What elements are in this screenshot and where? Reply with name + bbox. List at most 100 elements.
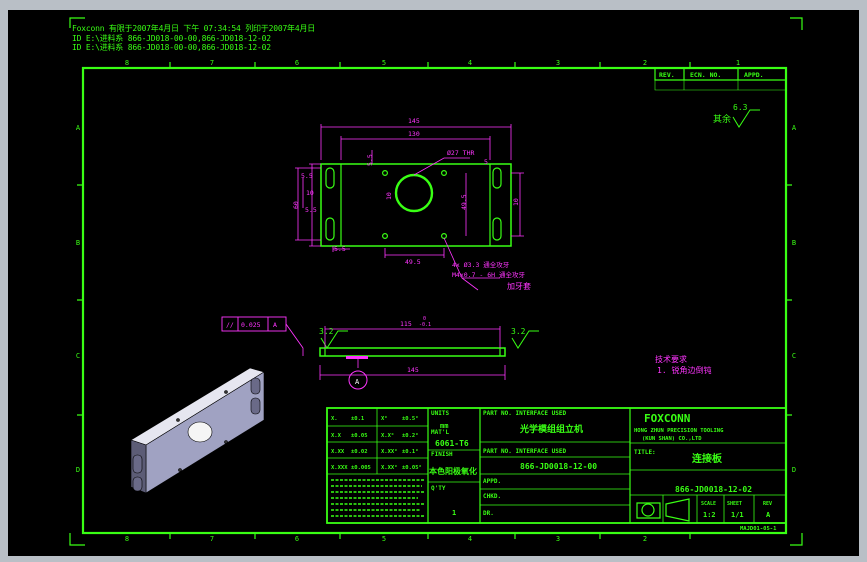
fcf-datum: A bbox=[273, 321, 277, 329]
rev-value: A bbox=[766, 511, 771, 519]
notes-line-1: 1. 锐角边倒钝 bbox=[657, 365, 711, 375]
zone-top-3: 6 bbox=[295, 59, 299, 67]
units-label: UNITS bbox=[431, 410, 449, 417]
zone-bot-1: 8 bbox=[125, 535, 129, 543]
dim-hole: Ø27 THR bbox=[447, 149, 474, 157]
zone-top-8: 1 bbox=[736, 59, 740, 67]
dim-tol-minus: -0.1 bbox=[419, 322, 431, 328]
notes-title: 技术要求 bbox=[655, 354, 687, 364]
surface-right-value: 3.2 bbox=[511, 327, 526, 336]
company-name: FOXCONN bbox=[644, 412, 690, 425]
zone-top-1: 8 bbox=[125, 59, 129, 67]
finish-value: 本色阳极氧化 bbox=[428, 466, 477, 476]
dim-10-b: 10 bbox=[512, 198, 520, 206]
rev-label: REV bbox=[763, 501, 772, 507]
surface-left-value: 3.2 bbox=[319, 327, 334, 336]
tol-r3-c4: ±0.1° bbox=[402, 449, 419, 455]
rev-header: REV. bbox=[659, 71, 675, 79]
sheet-label: SHEET bbox=[727, 501, 742, 507]
dim-130: 130 bbox=[408, 130, 420, 138]
appd-header: APPD. bbox=[744, 71, 764, 79]
company-sub-2: (KUN SHAN) CO.,LTD bbox=[642, 436, 702, 442]
zone-top-4: 5 bbox=[382, 59, 386, 67]
tol-r3-c2: ±0.02 bbox=[351, 449, 368, 455]
tol-r2-c1: X.X bbox=[331, 433, 342, 439]
material-value: 6061-T6 bbox=[435, 439, 469, 448]
zone-bot-3: 6 bbox=[295, 535, 299, 543]
dim-tol-plus: 0 bbox=[423, 316, 426, 322]
center-hole bbox=[394, 173, 434, 213]
part2-label: PART NO. INTERFACE USED bbox=[483, 448, 566, 455]
zone-bot-7: 2 bbox=[643, 535, 647, 543]
part-value: 光学模组组立机 bbox=[519, 423, 583, 435]
zone-left-d: D bbox=[76, 466, 80, 474]
tol-r4-c4: ±0.05° bbox=[402, 465, 422, 471]
dim-5-5-c: 5.5 bbox=[305, 206, 317, 214]
appd-label: APPD. bbox=[483, 478, 501, 485]
header-line-1: Foxconn 有限于2007年4月日 下午 07:34:54 列印于2007年… bbox=[72, 24, 316, 33]
tol-r2-c3: X.X° bbox=[381, 433, 394, 439]
dim-49-5-h: 49.5 bbox=[405, 258, 421, 266]
fcf-symbol: // bbox=[226, 321, 234, 329]
title-block bbox=[326, 407, 787, 524]
header-line-3: ID E:\进料系 866-JD018-00-00,866-JD018-12-0… bbox=[72, 43, 271, 52]
plate-top-view bbox=[320, 163, 512, 247]
scale-label: SCALE bbox=[701, 501, 716, 507]
dwg-number: 866-JD0018-12-02 bbox=[675, 485, 752, 494]
dim-115: 115 bbox=[400, 320, 412, 328]
note-holes: 4x Ø3.3 通全攻牙 bbox=[452, 260, 510, 269]
dim-5-5-d: 5.5 bbox=[334, 245, 346, 253]
datum-mark bbox=[346, 356, 368, 359]
part-label: PART NO. INTERFACE USED bbox=[483, 410, 566, 417]
dim-10-a: 10 bbox=[306, 189, 314, 197]
tol-r3-c1: X.XX bbox=[331, 449, 345, 455]
tol-r1-c1: X. bbox=[331, 416, 338, 422]
dim-60: 60 bbox=[292, 201, 300, 209]
zone-right-b: B bbox=[792, 239, 796, 247]
zone-top-2: 7 bbox=[210, 59, 214, 67]
title-label: TITLE: bbox=[634, 449, 656, 456]
dim-5-5-a: 5.5 bbox=[366, 154, 374, 166]
tol-r1-c2: ±0.1 bbox=[351, 416, 365, 422]
zone-left-a: A bbox=[76, 124, 81, 132]
zone-right-a: A bbox=[792, 124, 797, 132]
tol-r4-c1: X.XXX bbox=[331, 465, 348, 471]
dim-5-5-b: 5.5 bbox=[301, 172, 313, 180]
isometric-part bbox=[130, 367, 265, 494]
tol-r1-c3: X° bbox=[381, 416, 388, 422]
zone-bot-5: 4 bbox=[468, 535, 472, 543]
ecn-header: ECN. NO. bbox=[690, 71, 721, 79]
zone-right-d: D bbox=[792, 466, 796, 474]
zone-right-c: C bbox=[792, 352, 796, 360]
dim-145-top: 145 bbox=[408, 117, 420, 125]
part2-value: 866-JD0018-12-00 bbox=[520, 462, 597, 471]
chkd-label: CHKD. bbox=[483, 493, 501, 500]
zone-top-5: 4 bbox=[468, 59, 472, 67]
fcf-value: 0.025 bbox=[241, 321, 261, 329]
zone-top-7: 2 bbox=[643, 59, 647, 67]
dim-145-bottom: 145 bbox=[407, 366, 419, 374]
tol-r4-c3: X.XX° bbox=[381, 465, 398, 471]
zone-bot-6: 3 bbox=[556, 535, 560, 543]
sheet-value: 1/1 bbox=[731, 511, 744, 519]
footer-code: MAJD01-05-1 bbox=[740, 526, 777, 532]
company-sub-1: HONG ZHUN PRECISION TOOLING bbox=[634, 428, 724, 434]
tol-r3-c3: X.XX° bbox=[381, 449, 398, 455]
material-label: MAT'L bbox=[431, 429, 449, 436]
units-value: mm bbox=[440, 422, 448, 430]
qty-value: 1 bbox=[452, 509, 456, 517]
scale-value: 1:2 bbox=[703, 511, 716, 519]
tol-r1-c4: ±0.5° bbox=[402, 416, 419, 422]
zone-top-6: 3 bbox=[556, 59, 560, 67]
zone-left-b: B bbox=[76, 239, 80, 247]
note-tap: 加牙套 bbox=[507, 281, 531, 291]
dr-label: DR. bbox=[483, 510, 494, 517]
dim-49-5-v: 49.5 bbox=[460, 194, 468, 210]
tol-r2-c4: ±0.2° bbox=[402, 433, 419, 439]
plate-side-view bbox=[319, 347, 506, 357]
header-line-2: ID E:\进料系 866-JD018-00-00,866-JD018-12-0… bbox=[72, 34, 271, 43]
surface-top-value: 6.3 bbox=[733, 103, 748, 112]
surface-top-label: 其余 bbox=[713, 113, 731, 125]
